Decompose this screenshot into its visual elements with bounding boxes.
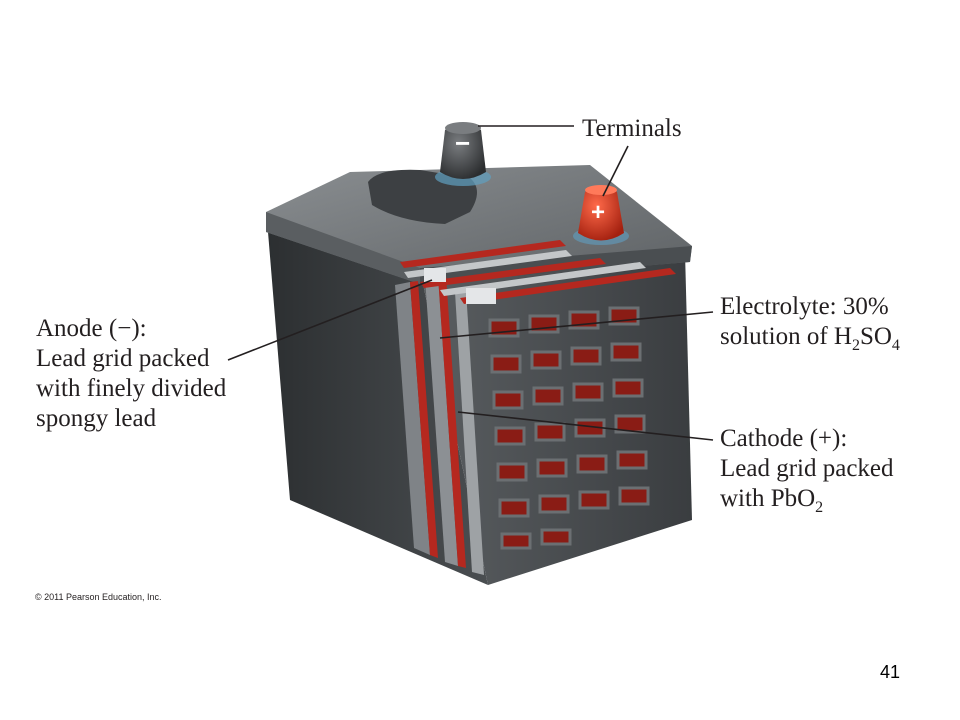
electrolyte-subscript: 2 (851, 337, 860, 354)
anode-leader (227, 279, 433, 361)
cathode-subscript: 2 (815, 499, 824, 516)
terminals-label: Terminals (582, 115, 682, 142)
cathode-text: with PbO (720, 485, 816, 512)
anode-line-3: with finely divided (36, 375, 227, 402)
anode-label: Anode (−): Lead grid packed with finely … (36, 314, 226, 434)
cathode-label: Cathode (+): Lead grid packed with PbO2 (720, 424, 894, 523)
grid-cells (488, 306, 650, 550)
electrolyte-line-2: solution of H2SO4 (720, 322, 900, 361)
copyright-notice: © 2011 Pearson Education, Inc. (35, 592, 162, 602)
terminals-leader-pos (602, 145, 629, 197)
top-plates (400, 240, 676, 304)
negative-symbol: − (455, 128, 471, 158)
anode-line-1: Anode (−): (36, 315, 147, 342)
electrolyte-line-1: Electrolyte: 30% (720, 293, 889, 320)
electrolyte-text: solution of H (720, 323, 852, 350)
negative-terminal (435, 122, 491, 186)
cathode-line-1: Cathode (+): (720, 425, 848, 452)
cathode-line-3: with PbO2 (720, 484, 894, 523)
electrolyte-subscript: 4 (891, 337, 900, 354)
positive-symbol: + (591, 199, 606, 226)
leader-lines (227, 125, 714, 441)
electrolyte-label: Electrolyte: 30% solution of H2SO4 (720, 292, 900, 361)
anode-line-4: spongy lead (36, 405, 157, 432)
positive-terminal (573, 185, 629, 245)
anode-line-2: Lead grid packed (36, 345, 210, 372)
page-number: 41 (880, 662, 901, 682)
connector-tab (424, 268, 446, 282)
electrolyte-leader (439, 311, 714, 339)
cathode-leader (457, 411, 714, 441)
electrolyte-text: SO (859, 323, 892, 350)
connector-tab (466, 288, 496, 304)
cathode-line-2: Lead grid packed (720, 455, 894, 482)
front-plates (395, 275, 484, 575)
